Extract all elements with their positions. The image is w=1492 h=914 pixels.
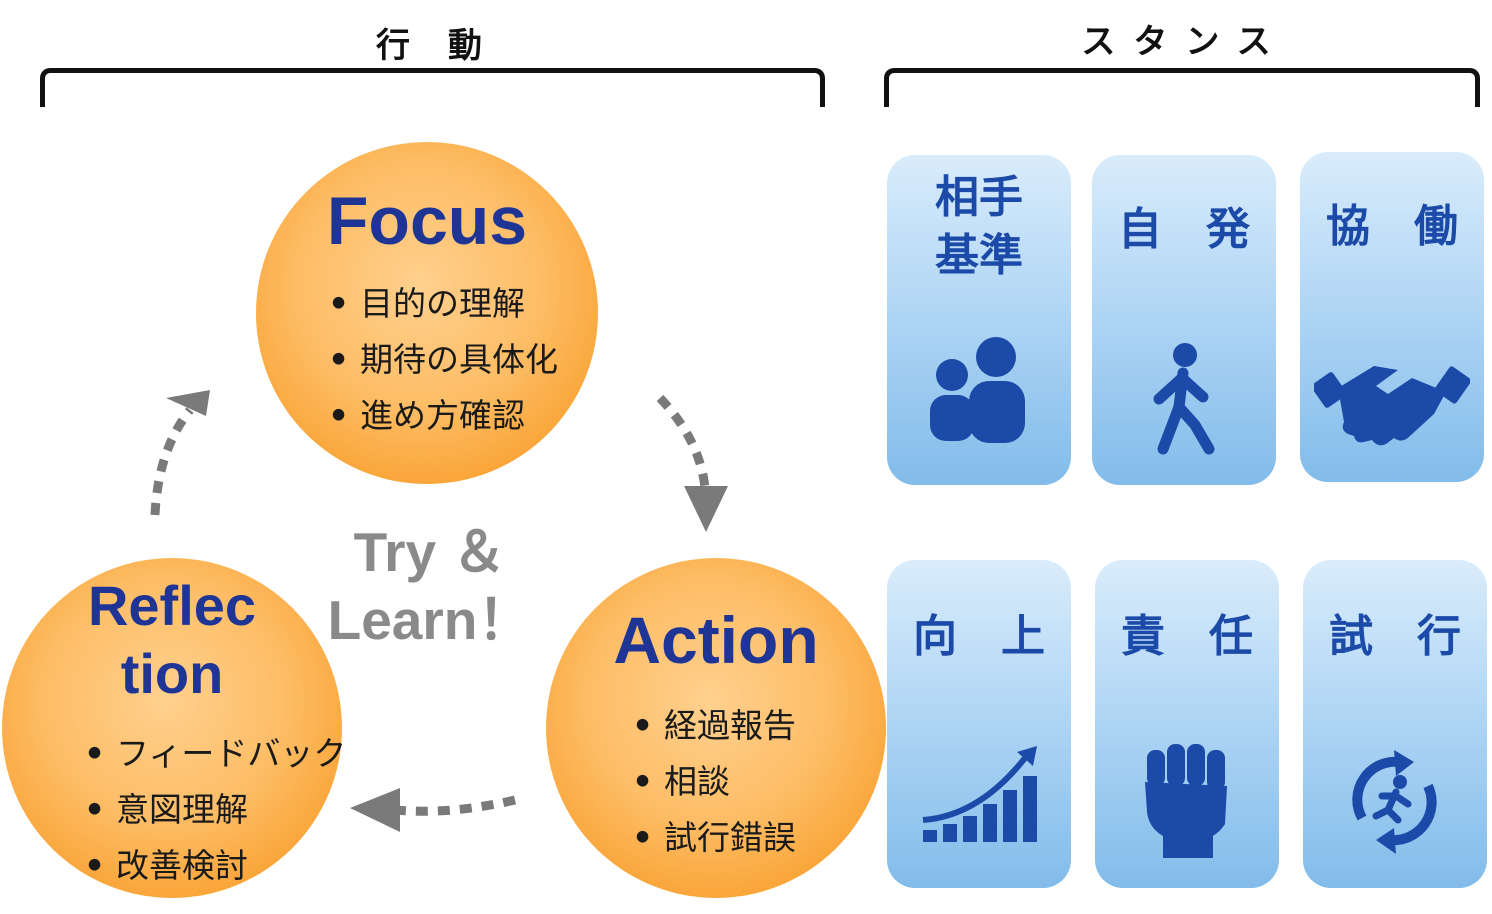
- reflection-title: Reflec tion: [2, 572, 342, 708]
- list-item: •経過報告: [632, 706, 796, 745]
- center-slogan-line2: Learn！: [327, 589, 533, 651]
- handshake-icon: [1314, 366, 1470, 446]
- stance-label: 向 上: [913, 611, 1045, 662]
- arrowhead-up: [166, 390, 210, 416]
- focus-list: •目的の理解 •期待の具体化 •進め方確認: [328, 276, 558, 444]
- center-slogan: Try ＆ Learn！: [290, 518, 570, 654]
- reflection-title-line1: Reflec: [87, 574, 257, 637]
- arrow-focus-to-action: [656, 394, 710, 489]
- raised-fist-icon: [1145, 744, 1227, 858]
- reflection-circle: Reflec tion •フィードバック •意図理解 •改善検討: [2, 558, 346, 898]
- reflection-title-line2: tion: [120, 642, 224, 705]
- stance-label: 協 働: [1326, 201, 1458, 252]
- stance-label: 自 発: [1118, 204, 1250, 255]
- stance-card-trial: 試 行: [1303, 560, 1487, 888]
- arrow-action-to-reflection: [394, 795, 517, 816]
- stance-label: 責 任: [1121, 611, 1253, 662]
- list-item: •意図理解: [84, 790, 248, 829]
- list-item: •目的の理解: [328, 284, 525, 323]
- action-section-title: 行 動: [376, 26, 484, 66]
- list-item: •期待の具体化: [328, 340, 558, 379]
- list-item: •改善検討: [84, 846, 248, 885]
- walking-person-icon: [1153, 343, 1215, 455]
- stance-section-title: スタンス: [1081, 22, 1289, 62]
- action-circle: Action •経過報告 •相談 •試行錯誤: [546, 558, 886, 898]
- cycle-runner-icon: [1352, 750, 1437, 854]
- stance-card-responsibility: 責 任: [1095, 560, 1279, 888]
- stance-label: 相手 基準: [935, 172, 1023, 281]
- list-item: •進め方確認: [328, 396, 525, 435]
- action-title: Action: [613, 603, 819, 677]
- cycle-arrows: [150, 390, 728, 832]
- stance-card-initiative: 自 発: [1092, 155, 1276, 485]
- arrowhead-left: [350, 788, 400, 832]
- stance-label: 試 行: [1329, 611, 1461, 662]
- action-list: •経過報告 •相談 •試行錯誤: [632, 698, 796, 866]
- stance-card-improvement: 向 上: [887, 560, 1071, 888]
- action-bracket: [40, 68, 825, 107]
- stance-card-partner-standard: 相手 基準: [887, 155, 1071, 485]
- stance-bracket: [884, 68, 1480, 107]
- list-item: •相談: [632, 762, 730, 801]
- list-item: •試行錯誤: [632, 818, 796, 857]
- focus-circle: Focus •目的の理解 •期待の具体化 •進め方確認: [256, 142, 598, 484]
- arrowhead-down: [684, 486, 728, 532]
- reflection-list: •フィードバック •意図理解 •改善検討: [84, 726, 346, 894]
- stance-card-collaboration: 協 働: [1300, 152, 1484, 482]
- people-icon: [930, 337, 1025, 443]
- center-slogan-line1: Try ＆: [353, 521, 507, 583]
- focus-title: Focus: [326, 183, 528, 259]
- list-item: •フィードバック: [84, 734, 347, 773]
- growth-chart-icon: [922, 746, 1037, 842]
- arrow-reflection-to-focus: [150, 407, 194, 516]
